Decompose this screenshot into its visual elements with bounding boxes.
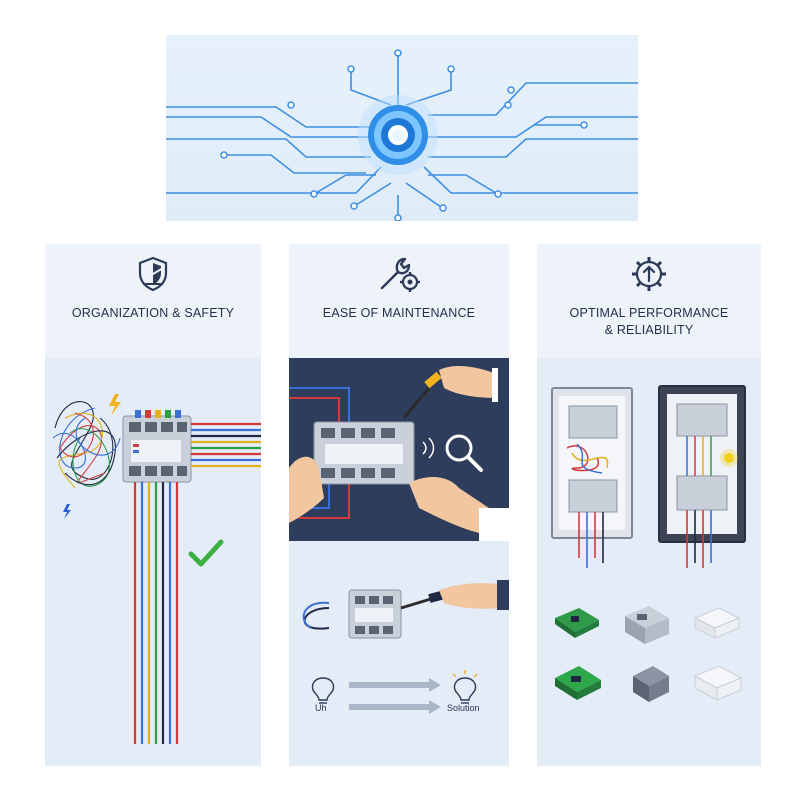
breaker-small (302, 589, 402, 639)
flow-arrows (349, 678, 441, 714)
hand-screwdriver-icon (402, 366, 509, 419)
panel-title: EASE OF MAINTENANCE (322, 306, 476, 320)
terminal-block-clear (693, 665, 743, 701)
organized-wires-vertical (133, 482, 179, 744)
performance-illustration (551, 385, 746, 702)
panel-header: OPTIMAL PERFORMANCE & RELIABILITY (537, 244, 761, 358)
magnifier-icon (422, 434, 483, 472)
breaker-module (313, 421, 415, 485)
problem-bulb-icon (311, 677, 335, 704)
check-icon (188, 539, 224, 567)
maintenance-illustration (289, 358, 509, 714)
solution-bulb-icon (452, 670, 478, 704)
panel-header: EASE OF MAINTENANCE (289, 244, 509, 358)
panel-title-line2: & RELIABILITY (604, 323, 694, 337)
flow-right-label: Solution (447, 703, 480, 713)
tangled-wires (52, 401, 121, 489)
panel-ease-of-maintenance: EASE OF MAINTENANCE (289, 244, 509, 766)
terminal-block-white (693, 607, 741, 639)
panel-header: ORGANIZATION & SAFETY (45, 244, 261, 358)
lightning-icon (109, 394, 121, 416)
hand-icon (289, 456, 324, 523)
panel-organization-safety: ORGANIZATION & SAFETY (45, 244, 261, 766)
relay-module-dark (633, 666, 669, 702)
electrical-cabinet-right (658, 385, 746, 568)
circuit-nodes (220, 49, 588, 221)
organized-wires-horizontal (191, 422, 261, 468)
pcb-module-green (555, 608, 599, 638)
breaker-block (122, 410, 192, 483)
pointing-hand-icon (409, 476, 489, 533)
circuit-graphic (166, 49, 638, 221)
wiring-organized-illustration (52, 394, 261, 744)
wrench-gear-icon (380, 257, 420, 292)
lightning-icon (63, 504, 71, 519)
panel-title-line1: OPTIMAL PERFORMANCE (569, 306, 729, 320)
glowing-core-icon (358, 95, 438, 175)
indicator-light-icon (724, 453, 734, 463)
gear-arrow-icon (632, 257, 666, 291)
relay-module-grey (625, 606, 669, 644)
electrical-cabinet-left (551, 387, 633, 568)
pcb-module-green (555, 666, 601, 700)
circuit-traces (166, 55, 638, 217)
shield-icon (138, 256, 168, 292)
circuit-banner (166, 35, 638, 221)
panel-optimal-performance: OPTIMAL PERFORMANCE & RELIABILITY (537, 244, 761, 766)
flow-left-label: Uh (315, 703, 327, 713)
hand-screwdriver-icon (400, 580, 509, 610)
panel-title: ORGANIZATION & SAFETY (71, 306, 235, 320)
